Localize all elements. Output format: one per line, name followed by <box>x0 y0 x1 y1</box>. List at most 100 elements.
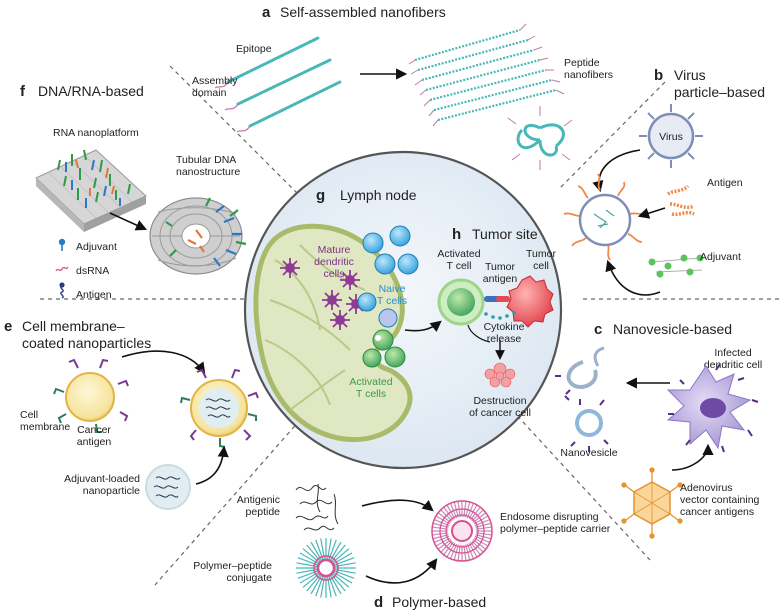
section-b-title-2: particle–based <box>674 84 765 100</box>
section-a-title: Self-assembled nanofibers <box>280 4 446 20</box>
mature-dendritic-label: Mature dendritic <box>314 244 354 268</box>
adjuvant-loaded-np <box>145 464 191 510</box>
naive-t-cells <box>357 225 419 328</box>
tubular-dna-molecules <box>165 197 247 267</box>
lymph-node-vessels <box>264 244 366 411</box>
f-legend: Adjuvant dsRNA Antigen <box>55 238 117 301</box>
activated-t-cells <box>362 329 406 368</box>
antigenic-label-1: Antigenic <box>237 494 280 506</box>
divider-cd <box>511 409 651 561</box>
nanovesicle-label: Nanovesicle <box>560 447 617 459</box>
lymph-node-title: Lymph node <box>340 187 417 203</box>
tumor-antigen-label-2: antigen <box>483 273 518 285</box>
activated-label-2: T cells <box>356 388 386 400</box>
infected-label-1: Infected <box>714 347 752 359</box>
naive-label-2: T cells <box>377 295 407 307</box>
endosome-disrupting-carrier <box>431 500 493 562</box>
destruction-label-2: of cancer cell <box>469 407 531 419</box>
section-f-title: DNA/RNA-based <box>38 83 144 99</box>
arrow-adeno-to-dc <box>671 443 714 471</box>
peptide-nanofibers-label-1: Peptide <box>564 57 600 69</box>
section-e-title-1: Cell membrane– <box>22 318 125 334</box>
dc-antigen-markers <box>668 363 759 453</box>
svg-text:dsRNA: dsRNA <box>76 265 109 277</box>
peptide-nanofibers-label-2: nanofibers <box>564 69 613 81</box>
activated-label-1: Activated <box>349 376 392 388</box>
antigen-label-b: Antigen <box>707 177 743 189</box>
section-letter-e: e <box>4 318 12 335</box>
tumor-cell <box>506 275 554 328</box>
adjuvant-molecules <box>648 254 704 278</box>
cell-membrane-coated-np <box>53 358 129 433</box>
tumor-site-title: Tumor site <box>472 226 538 242</box>
endosome-label-1: Endosome disrupting <box>500 511 599 523</box>
tumor-antigen-peptide <box>496 296 510 302</box>
epitope-tails <box>214 81 251 133</box>
section-letter-f: f <box>20 83 26 100</box>
arrow-f <box>109 212 148 231</box>
virus-like-particle <box>563 173 647 261</box>
antigenic-peptides <box>295 483 339 531</box>
rna-platform-molecules <box>57 149 131 208</box>
infected-dendritic-cell <box>666 363 759 453</box>
tumor-cell-label-1: Tumor <box>526 248 556 260</box>
epitope-label: Epitope <box>236 43 272 55</box>
peptide-nanofiber-cross-section <box>516 123 565 157</box>
free-antigens <box>667 184 695 217</box>
adeno-label-1: Adenovirus <box>680 482 733 494</box>
section-dividers <box>40 65 780 586</box>
arrow-virus-to-vlp <box>592 149 641 193</box>
cytokine-line <box>467 324 491 343</box>
svg-text:dendritic: dendritic <box>314 256 354 268</box>
cytokine-label-2: release <box>487 333 522 345</box>
destroyed-cancer-cell <box>484 362 516 388</box>
conjugate-label-1: Polymer–peptide <box>193 560 272 572</box>
virus-spikes <box>639 104 703 168</box>
divider-ab <box>559 81 666 189</box>
cancer-antigen-label-1: Cancer <box>77 424 111 436</box>
section-c-title: Nanovesicle-based <box>613 321 732 337</box>
cross-section-tails <box>507 106 573 170</box>
central-panel: g Lymph node h Tumor site Mature dendrit… <box>243 150 563 470</box>
arrow-antigen-to-vlp <box>637 207 666 219</box>
section-letter-g: g <box>316 187 325 204</box>
dendritic-cell <box>340 270 360 290</box>
legend-dsrna: dsRNA <box>55 265 109 277</box>
vlp-content <box>593 209 615 229</box>
cytokine-dots <box>484 311 516 320</box>
nanofiber-bundle <box>414 28 557 122</box>
dendritic-cell <box>330 310 350 330</box>
section-f: f DNA/RNA-based RNA nanoplatform Tubular… <box>20 83 247 301</box>
adeno-label-2: vector containing <box>680 494 760 506</box>
nanofiber-tails <box>408 23 565 127</box>
rna-nanoplatform <box>35 149 147 232</box>
assembly-label-1: Assembly <box>192 75 238 87</box>
section-d-title: Polymer-based <box>392 594 486 610</box>
polymer-peptide-conjugate <box>296 538 356 598</box>
conjugate-label-2: conjugate <box>226 572 272 584</box>
svg-text:Antigen: Antigen <box>76 289 112 301</box>
cell-membrane-label-1: Cell <box>20 409 38 421</box>
cancer-antigen-label-2: antigen <box>77 436 112 448</box>
tumor-site <box>437 275 554 388</box>
section-letter-h: h <box>452 226 461 243</box>
section-letter-c: c <box>594 321 602 338</box>
section-letter-d: d <box>374 594 383 611</box>
adenovirus <box>621 467 683 539</box>
section-e: e Cell membrane– coated nanoparticles <box>4 318 259 510</box>
section-d: d Polymer-based Antigenic peptide Polyme… <box>193 483 611 611</box>
endosome-label-2: polymer–peptide carrier <box>500 523 611 535</box>
infected-label-2: dendritic cell <box>704 359 762 371</box>
adjuvant-label-b: Adjuvant <box>700 251 741 263</box>
dna-label-1: Tubular DNA <box>176 154 236 166</box>
section-b: b Virus particle–based Virus <box>563 67 765 296</box>
adjuvant-loaded-label-1: Adjuvant-loaded <box>64 473 140 485</box>
activated-t-cell-nucleus <box>447 288 475 316</box>
nanovesicles <box>555 346 609 452</box>
dendritic-cell <box>322 290 342 310</box>
rna-nanoplatform-label: RNA nanoplatform <box>53 127 139 139</box>
tubular-dna-nanostructure <box>149 197 247 275</box>
coated-np-with-adjuvant <box>180 368 259 448</box>
